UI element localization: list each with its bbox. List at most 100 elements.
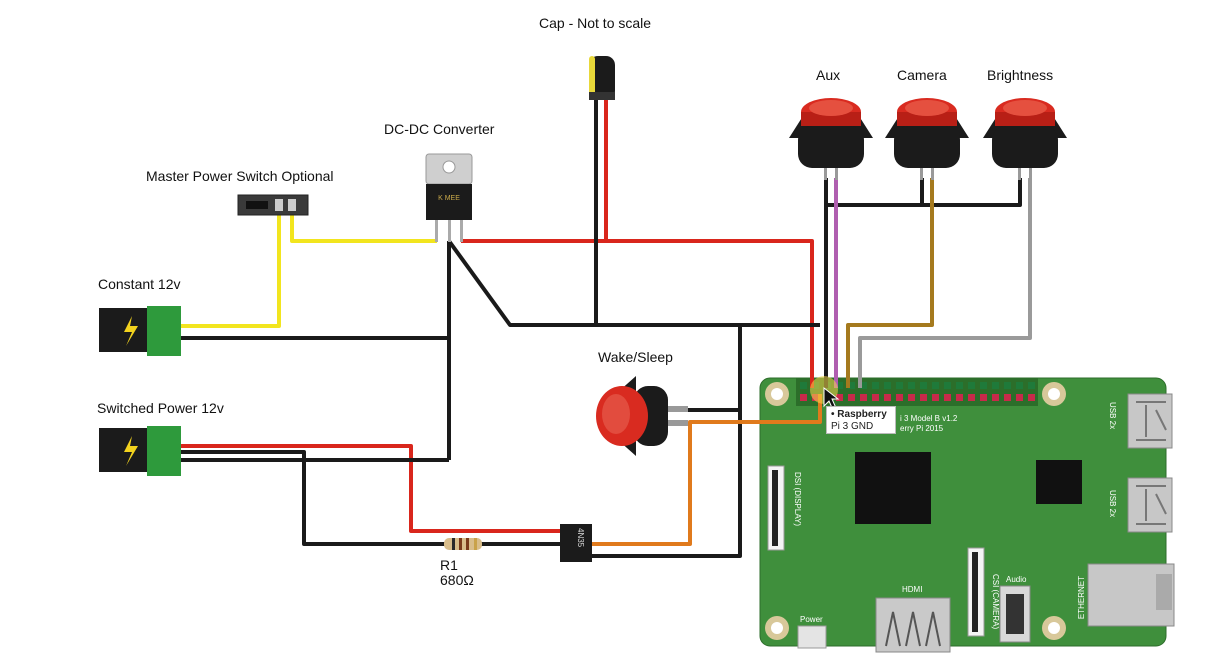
dc-jack-constant bbox=[99, 306, 181, 356]
gpio-pin bbox=[980, 382, 987, 389]
soc-chip bbox=[855, 452, 931, 524]
wires bbox=[180, 92, 1032, 558]
regulator-marking: K MEE bbox=[438, 195, 460, 202]
button-part bbox=[824, 168, 827, 180]
gpio-pin bbox=[1016, 394, 1023, 401]
usb-label-1: USB 2x bbox=[1108, 402, 1117, 429]
switched-12v-label: Switched Power 12v bbox=[97, 400, 224, 416]
button-part bbox=[905, 100, 949, 116]
gpio-pin bbox=[932, 394, 939, 401]
raspberry-pi-board: i 3 Model B v1.2 erry Pi 2015 DSI (DISPL… bbox=[759, 377, 1175, 653]
wire-black-opto-gnd bbox=[592, 325, 742, 558]
gpio-pin bbox=[992, 382, 999, 389]
gpio-pin bbox=[836, 394, 843, 401]
wire-red-regulator-out bbox=[461, 239, 814, 388]
usb-label-2: USB 2x bbox=[1108, 490, 1117, 517]
resistor-r1 bbox=[444, 538, 482, 550]
gpio-pin bbox=[860, 394, 867, 401]
gpio-pin bbox=[908, 394, 915, 401]
gpio-pin bbox=[908, 382, 915, 389]
gpio-pin bbox=[956, 394, 963, 401]
wire-yellow-constant bbox=[180, 205, 281, 328]
gpio-pin bbox=[884, 394, 891, 401]
audio-jack bbox=[999, 585, 1031, 643]
wire-red-switched bbox=[180, 444, 560, 533]
r1-label: R1 bbox=[440, 557, 458, 573]
capacitor bbox=[589, 56, 615, 100]
ethernet-port bbox=[1087, 563, 1175, 627]
gpio-pin bbox=[992, 394, 999, 401]
gpio-pin bbox=[1016, 382, 1023, 389]
usb-port-1 bbox=[1127, 393, 1173, 449]
r1-value-label: 680Ω bbox=[440, 572, 474, 588]
constant-12v-label: Constant 12v bbox=[98, 276, 181, 292]
csi-label: CSI (CAMERA) bbox=[991, 574, 1000, 629]
wire-gray-brightness bbox=[858, 178, 1032, 388]
gpio-pin bbox=[944, 394, 951, 401]
tooltip-line2: Pi 3 GND bbox=[831, 421, 874, 432]
gpio-pin bbox=[800, 394, 807, 401]
button-part bbox=[897, 112, 957, 126]
wire-black-diagonal bbox=[447, 239, 820, 327]
button-part bbox=[1029, 168, 1032, 180]
gpio-pin bbox=[932, 382, 939, 389]
hdmi-label: HDMI bbox=[902, 585, 922, 594]
gpio-pin bbox=[1004, 382, 1011, 389]
master-switch-label: Master Power Switch Optional bbox=[146, 168, 334, 184]
button-part bbox=[920, 168, 923, 180]
button-part bbox=[1018, 168, 1021, 180]
button-part bbox=[801, 112, 861, 126]
power-label: Power bbox=[800, 615, 823, 624]
button-part bbox=[809, 100, 853, 116]
hdmi-port bbox=[875, 597, 951, 653]
button-part bbox=[931, 168, 934, 180]
camera-label: Camera bbox=[897, 67, 947, 83]
button-part bbox=[798, 126, 864, 168]
gpio-pin bbox=[920, 394, 927, 401]
gpio-pin bbox=[968, 394, 975, 401]
audio-label: Audio bbox=[1006, 575, 1027, 584]
usb-port-2 bbox=[1127, 477, 1173, 533]
dsi-label: DSI (DISPLAY) bbox=[793, 472, 802, 526]
gpio-pin bbox=[980, 394, 987, 401]
dcdc-label: DC-DC Converter bbox=[384, 121, 495, 137]
aux-label: Aux bbox=[816, 67, 841, 83]
master-power-switch bbox=[237, 194, 309, 216]
gpio-pin bbox=[968, 382, 975, 389]
brightness-label: Brightness bbox=[987, 67, 1054, 83]
wire-brown-camera bbox=[846, 178, 934, 388]
camera-button[interactable] bbox=[885, 98, 969, 180]
gpio-pin bbox=[836, 382, 843, 389]
gpio-pin bbox=[896, 382, 903, 389]
gpio-pin bbox=[956, 382, 963, 389]
optocoupler-marking: 4N35 bbox=[576, 528, 585, 548]
wake-sleep-button[interactable] bbox=[596, 376, 688, 456]
button-part bbox=[992, 126, 1058, 168]
gpio-pin bbox=[800, 382, 807, 389]
aux-button[interactable] bbox=[789, 98, 873, 180]
tooltip-line1: Raspberry bbox=[837, 409, 887, 420]
gpio-pin bbox=[872, 394, 879, 401]
dc-dc-converter: K MEE bbox=[425, 153, 473, 242]
gpio-pin bbox=[860, 382, 867, 389]
lan-chip bbox=[1036, 460, 1082, 504]
ethernet-label: ETHERNET bbox=[1077, 576, 1086, 619]
optocoupler: 4N35 bbox=[560, 524, 592, 562]
board-model-text: i 3 Model B v1.2 bbox=[900, 414, 958, 423]
button-part bbox=[894, 126, 960, 168]
wire-black-switched-r1 bbox=[180, 450, 445, 546]
gpio-pin bbox=[872, 382, 879, 389]
gpio-pin bbox=[1028, 394, 1035, 401]
gpio-pin bbox=[848, 394, 855, 401]
button-part bbox=[1003, 100, 1047, 116]
gpio-pin bbox=[920, 382, 927, 389]
dc-jack-switched bbox=[99, 426, 181, 476]
brightness-button[interactable] bbox=[983, 98, 1067, 180]
board-year-text: erry Pi 2015 bbox=[900, 424, 944, 433]
gpio-pin bbox=[896, 394, 903, 401]
gpio-pin bbox=[848, 382, 855, 389]
button-part bbox=[835, 168, 838, 180]
gpio-pin bbox=[884, 382, 891, 389]
button-part bbox=[995, 112, 1055, 126]
